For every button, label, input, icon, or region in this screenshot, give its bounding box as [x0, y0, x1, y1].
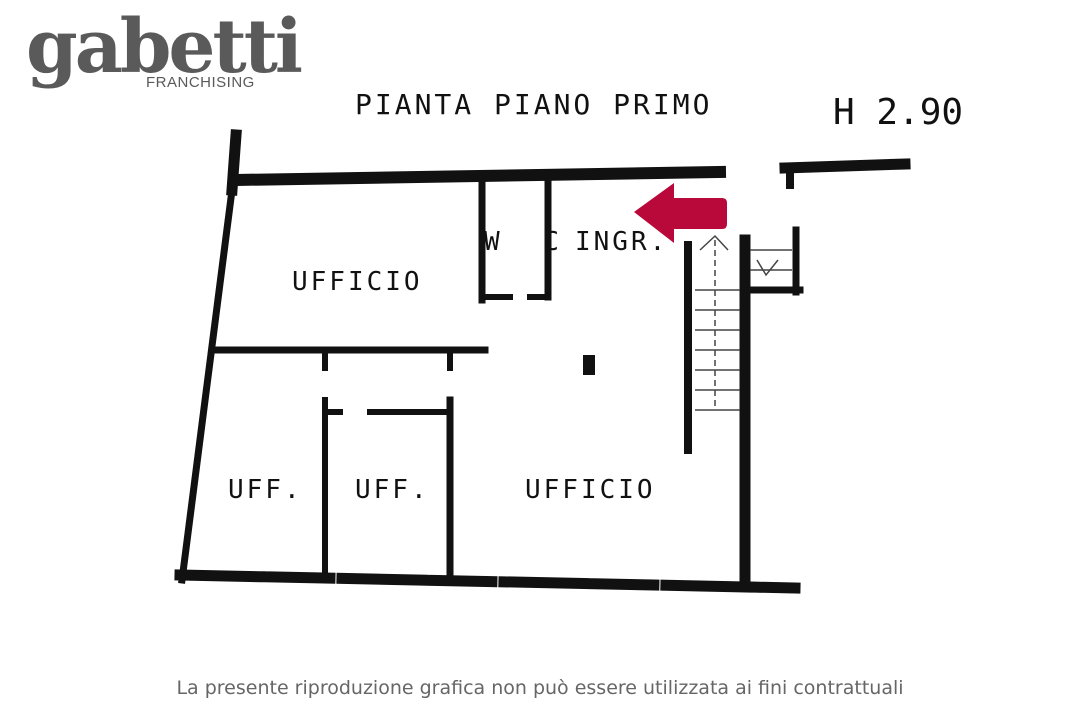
room-label-uff-2: UFF. [355, 475, 430, 505]
disclaimer: La presente riproduzione grafica non può… [176, 677, 904, 699]
entrance-arrow-icon [634, 183, 727, 243]
logo-sub: FRANCHISING [146, 74, 255, 91]
room-label-ingresso: INGR. [575, 227, 668, 257]
room-label-ufficio-main: UFFICIO [525, 475, 656, 505]
room-label-ufficio-top: UFFICIO [292, 267, 423, 297]
plan-title: PIANTA PIANO PRIMO [355, 88, 712, 121]
room-label-uff-1: UFF. [228, 475, 303, 505]
logo-word: gabetti [26, 4, 303, 90]
stairs [695, 234, 792, 411]
gabetti-logo: gabetti FRANCHISING [26, 4, 303, 110]
walls [174, 129, 911, 594]
plan-height: H 2.90 [833, 92, 963, 133]
room-label-wc: W C [484, 227, 573, 257]
